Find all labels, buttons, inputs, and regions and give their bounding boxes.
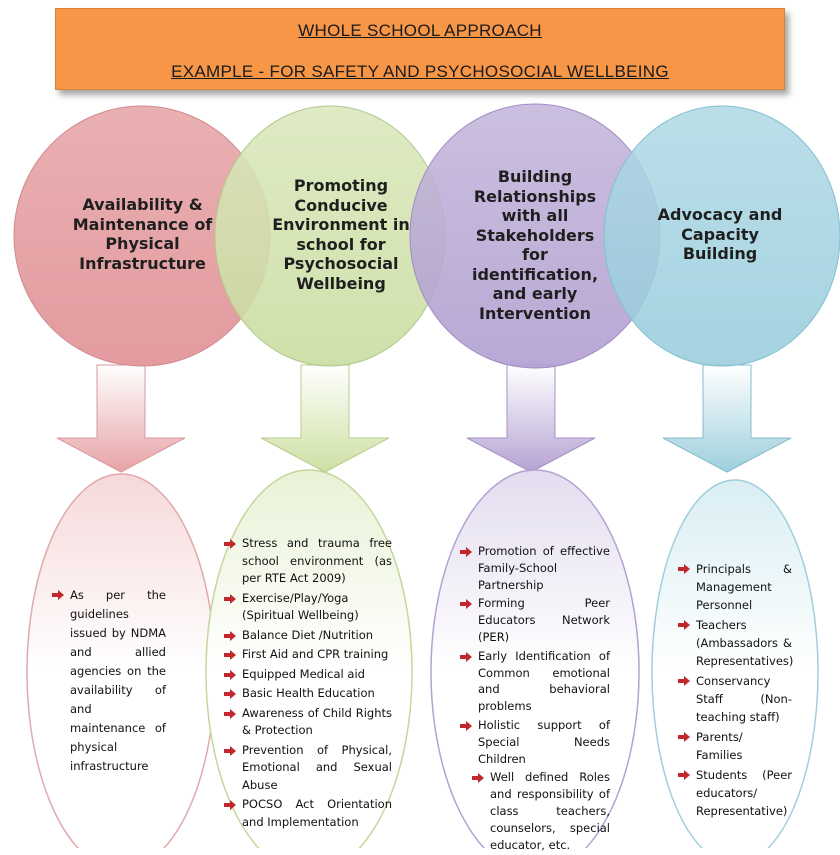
- oval-advocacy: [651, 479, 819, 848]
- arrow-bullet-icon: [678, 770, 690, 780]
- column-1-list: As per the guidelines issued by NDMA and…: [52, 586, 166, 778]
- list-item: Early Identification of Common emotional…: [460, 648, 610, 715]
- arrow-bullet-icon: [460, 720, 472, 731]
- column-1-title: Availability & Maintenance of Physical I…: [72, 195, 213, 273]
- down-arrow-2: [260, 364, 390, 473]
- list-sub-item: Well defined Roles and responsibility of…: [472, 769, 610, 853]
- list-item: Basic Health Education: [224, 685, 392, 703]
- list-item: Students (Peer educators/ Representative…: [678, 766, 792, 820]
- arrow-bullet-icon: [460, 547, 472, 557]
- list-item: Balance Diet /Nutrition: [224, 627, 392, 645]
- list-item: Awareness of Child Rights & Protection: [224, 705, 392, 740]
- column-4-list: Principals & Management Personnel Teache…: [678, 560, 793, 822]
- arrow-bullet-icon: [678, 620, 690, 630]
- arrow-bullet-icon: [224, 669, 236, 680]
- header-title: WHOLE SCHOOL APPROACH: [298, 21, 542, 40]
- arrow-bullet-icon: [224, 539, 236, 549]
- header-subtitle: EXAMPLE - FOR SAFETY AND PSYCHOSOCIAL WE…: [171, 62, 669, 81]
- list-item: As per the guidelines issued by NDMA and…: [52, 586, 166, 776]
- down-arrow-3: [466, 364, 596, 473]
- arrow-bullet-icon: [224, 593, 236, 604]
- down-arrow-1: [56, 364, 186, 473]
- column-3-title: Building Relationships with all Stakehol…: [471, 167, 599, 323]
- header-banner: WHOLE SCHOOL APPROACH EXAMPLE - FOR SAFE…: [55, 8, 785, 90]
- list-item: Stress and trauma free school environmen…: [224, 535, 392, 588]
- list-item: Exercise/Play/Yoga (Spiritual Wellbeing): [224, 590, 392, 625]
- list-item: Promotion of effective Family-School Par…: [460, 543, 610, 593]
- column-2-list: Stress and trauma free school environmen…: [224, 535, 392, 833]
- list-item: Teachers (Ambassadors & Representatives): [678, 616, 793, 670]
- column-4-title: Advocacy and Capacity Building: [657, 205, 783, 263]
- list-item: Conservancy Staff (Non-teaching staff): [678, 672, 792, 726]
- arrow-bullet-icon: [52, 590, 64, 600]
- list-item: POCSO Act Orientation and Implementation: [224, 796, 392, 831]
- arrow-bullet-icon: [678, 676, 690, 686]
- list-item: Equipped Medical aid: [224, 666, 392, 684]
- arrow-bullet-icon: [460, 599, 472, 610]
- arrow-bullet-icon: [224, 745, 236, 756]
- arrow-bullet-icon: [224, 708, 236, 719]
- list-item: Principals & Management Personnel: [678, 560, 792, 614]
- column-3-list: Promotion of effective Family-School Par…: [460, 543, 610, 855]
- arrow-bullet-icon: [678, 732, 690, 742]
- arrow-bullet-icon: [460, 651, 472, 662]
- oval-conducive-environment: [205, 469, 413, 848]
- arrow-bullet-icon: [224, 650, 236, 660]
- arrow-bullet-icon: [678, 564, 690, 574]
- arrow-bullet-icon: [224, 800, 236, 810]
- oval-relationships: [430, 469, 640, 848]
- down-arrow-4: [662, 364, 792, 473]
- column-2-title: Promoting Conducive Environment in schoo…: [272, 176, 410, 293]
- list-item: Parents/ Families: [678, 728, 792, 764]
- list-item: Prevention of Physical, Emotional and Se…: [224, 742, 392, 795]
- arrow-bullet-icon: [472, 773, 484, 784]
- list-item: Forming Peer Educators Network (PER): [460, 595, 610, 645]
- circle-advocacy: [603, 105, 840, 367]
- arrow-bullet-icon: [224, 630, 236, 641]
- arrow-bullet-icon: [224, 689, 236, 699]
- list-item: First Aid and CPR training: [224, 646, 392, 664]
- list-item: Holistic support of Special Needs Childr…: [460, 717, 610, 767]
